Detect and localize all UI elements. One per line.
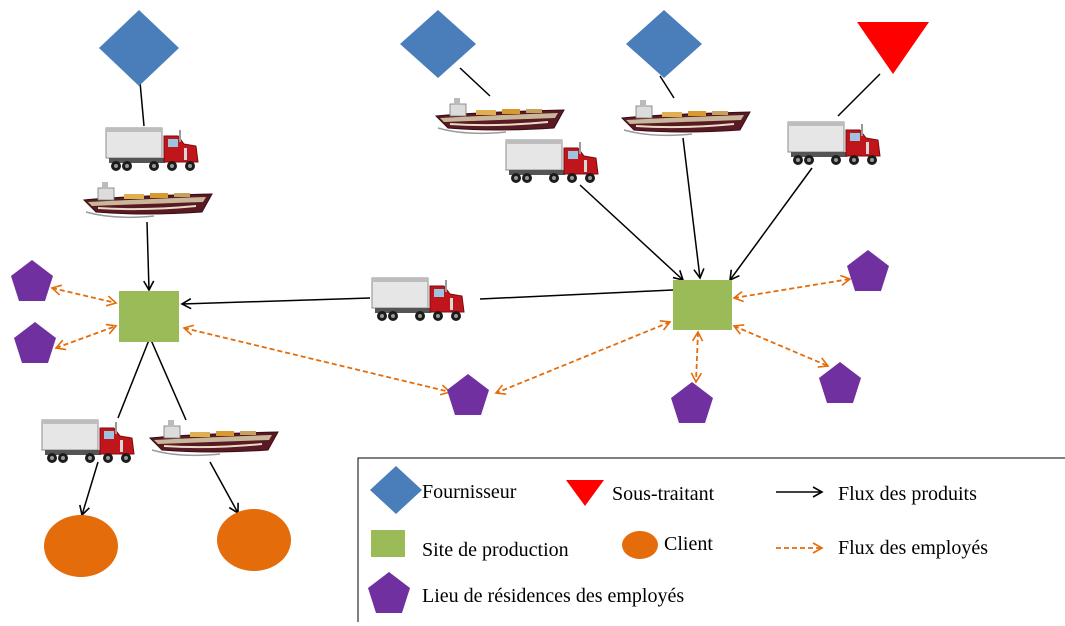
- residence-pentagon-icon: [671, 382, 713, 423]
- truck-icon: [505, 139, 599, 184]
- truck-icon: [105, 127, 199, 172]
- legend-label-flux-produits: Flux des produits: [838, 483, 977, 505]
- flow-ship-to-client2: [209, 461, 239, 515]
- employee-flows: [50, 274, 852, 396]
- client-circle-icon: [44, 515, 118, 577]
- legend: Fournisseur Sous-traitant Flux des produ…: [357, 457, 1065, 622]
- emp-flow-site-right-res6: [732, 324, 830, 368]
- flow-subcontractor-to-truck: [837, 73, 881, 117]
- legend-label-client: Client: [664, 533, 713, 555]
- legend-border: [357, 457, 1065, 622]
- legend-residence-icon: [368, 572, 410, 613]
- flow-supplier1-to-site-top: [139, 81, 145, 127]
- product-flows: [79, 67, 881, 517]
- emp-flow-site-left-res3: [182, 324, 452, 396]
- client-circle-icon: [217, 509, 291, 571]
- legend-label-fournisseur: Fournisseur: [422, 481, 517, 503]
- residence-pentagon-icon: [14, 322, 56, 363]
- subcontractor-triangle-icon: [857, 22, 929, 74]
- flow-site-left-to-truck: [117, 339, 150, 419]
- legend-subcontractor-icon: [566, 480, 604, 506]
- emp-flow-site-right-res3: [494, 319, 672, 396]
- ship-icon: [435, 97, 565, 135]
- residence-pentagon-icon: [447, 374, 489, 415]
- residence-pentagon-icon: [11, 260, 53, 301]
- truck-icon: [371, 277, 465, 322]
- residence-pentagon-icon: [819, 362, 861, 403]
- ship-icon: [621, 99, 751, 137]
- legend-supplier-icon: [370, 466, 422, 514]
- flow-to-site-left: [143, 221, 155, 292]
- flow-site-right-to-site-left: [180, 297, 371, 310]
- ship-icon: [83, 181, 213, 219]
- truck-icon: [41, 419, 135, 464]
- supplier-diamond-icon: [99, 10, 179, 86]
- flow-supplier3-to-ship: [659, 75, 675, 99]
- residence-pentagon-icon: [847, 250, 889, 291]
- supplier-diamond-icon: [400, 10, 476, 78]
- emp-flow-site-right-res5: [690, 330, 704, 384]
- flow-site-left-to-ship: [150, 339, 187, 421]
- suppliers: [99, 10, 702, 86]
- supplier-diamond-icon: [626, 10, 702, 78]
- flow-site-right-truck-seg: [479, 289, 674, 300]
- flow-supplier2-to-ship: [459, 67, 491, 97]
- truck-icon: [787, 121, 881, 166]
- flow-ship3-to-site-right: [682, 137, 705, 280]
- legend-label-site: Site de production: [422, 539, 569, 561]
- production-site-right: [673, 280, 732, 330]
- emp-flow-res1: [50, 284, 118, 307]
- emp-flow-res2: [54, 323, 118, 351]
- legend-label-flux-employes: Flux des employés: [838, 537, 988, 559]
- production-site-left: [119, 291, 179, 342]
- flow-truck2-to-site-right: [579, 184, 685, 282]
- legend-client-icon: [622, 531, 658, 559]
- ship-icon: [149, 419, 279, 457]
- flow-truck3-to-site-right: [729, 167, 813, 282]
- legend-site-icon: [371, 530, 405, 557]
- legend-label-sous-traitant: Sous-traitant: [612, 483, 715, 505]
- emp-flow-site-right-res4: [732, 274, 852, 303]
- flow-truck-to-client1: [79, 461, 99, 517]
- legend-label-residence: Lieu de résidences des employés: [422, 585, 684, 607]
